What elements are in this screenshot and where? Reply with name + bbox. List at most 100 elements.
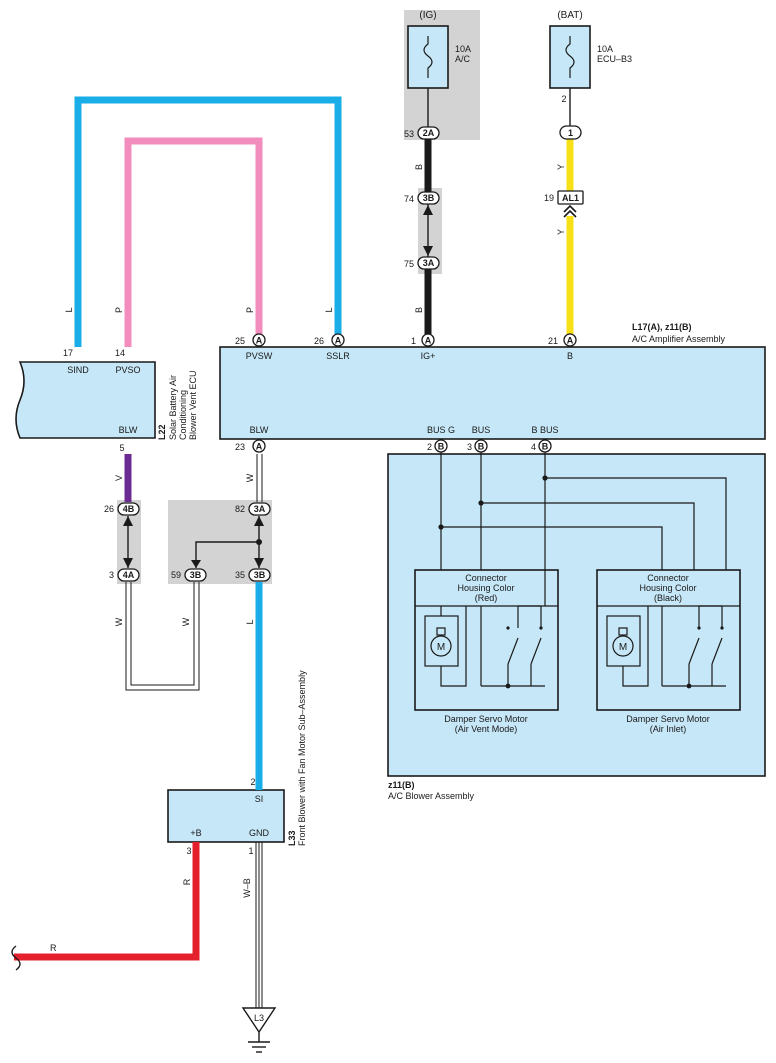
- wire-w-loop: [125, 582, 200, 691]
- fuse-bat-name: ECU–B3: [597, 54, 632, 64]
- l33-front-blower-box: [167, 789, 285, 843]
- fuse-bat-source: (BAT): [557, 10, 582, 21]
- wire-label-y1: Y: [556, 164, 566, 170]
- pin-25-conn: A: [256, 336, 263, 346]
- pill-bus2: [434, 439, 448, 453]
- pin-l33-2: 2: [250, 777, 255, 787]
- wire-label-y2: Y: [556, 229, 566, 235]
- pill-82-3a: [248, 502, 271, 516]
- wire-label-w1: W: [245, 473, 255, 482]
- pin-82-3a: 3A: [254, 504, 266, 514]
- ground-icon: [248, 1032, 270, 1053]
- pin-3-4a: 4A: [123, 570, 135, 580]
- l17-sslr: SSLR: [326, 351, 350, 361]
- pin-21-conn: A: [567, 336, 574, 346]
- fuse-bat-icon: [565, 36, 575, 78]
- splice-dot: [256, 539, 262, 545]
- servo-inlet-mode: (Air Inlet): [650, 724, 687, 734]
- pin-bus4-conn: B: [542, 442, 549, 452]
- l22-name-3: Blower Vent ECU: [188, 370, 198, 440]
- pin-l17-1: 1: [411, 336, 416, 346]
- fuse-ig-icon: [423, 36, 433, 78]
- wire-label-r1: R: [182, 878, 192, 885]
- pill-26: [331, 333, 345, 347]
- pin-l22-14: 14: [115, 348, 125, 358]
- wire-label-w3: W: [181, 617, 191, 626]
- pin-1-conn: A: [425, 336, 432, 346]
- pin-53-conn: 2A: [423, 128, 435, 138]
- servo-inlet-name: Damper Servo Motor: [626, 714, 710, 724]
- l22-blw: BLW: [119, 425, 138, 435]
- pin-bus3-conn: B: [478, 442, 485, 452]
- pin-59: 59: [171, 570, 181, 580]
- l17-busg: BUS G: [427, 425, 455, 435]
- l17-blw: BLW: [250, 425, 269, 435]
- wire-label-w2: W: [114, 617, 124, 626]
- pin-26: 26: [104, 504, 114, 514]
- fuse-ig-rating: 10A: [455, 44, 471, 54]
- wire-r-break: [11, 945, 21, 971]
- ground-triangle: [241, 1007, 277, 1034]
- l17-amplifier-box: [219, 346, 766, 440]
- wire-label-p2: P: [245, 307, 255, 313]
- pill-26-4b: [117, 502, 140, 516]
- l33-gnd: GND: [249, 828, 270, 838]
- pill-35-3b: [248, 568, 271, 582]
- pin-74-conn: 3B: [423, 193, 435, 203]
- pin-26-4b: 4B: [123, 504, 135, 514]
- servo-inlet-housing-2: Housing Color: [639, 583, 696, 593]
- wire-label-l1: L: [64, 307, 74, 312]
- servo-vent-mode: (Air Vent Mode): [455, 724, 518, 734]
- servo-vent-name: Damper Servo Motor: [444, 714, 528, 724]
- pin-l33-1: 1: [248, 846, 253, 856]
- pin-l33-3: 3: [186, 846, 191, 856]
- pin-26-conn: A: [335, 336, 342, 346]
- wire-l-sind-sslr: [74, 96, 342, 347]
- servo-vent-housing-2: Housing Color: [457, 583, 514, 593]
- l22-name-2: Conditioning: [178, 390, 188, 440]
- pin-bus-3: 3: [467, 442, 472, 452]
- pin-l17-23: 23: [235, 442, 245, 452]
- pin-23-conn: A: [256, 442, 263, 452]
- pin-74: 74: [404, 194, 414, 204]
- servo-vent-housing-red: (Red): [475, 593, 498, 603]
- l33-name: Front Blower with Fan Motor Sub–Assembly: [297, 670, 307, 846]
- wire-label-v: V: [114, 475, 124, 481]
- servo-vent-housing-1: Connector: [465, 573, 507, 583]
- wire-label-l3: L: [245, 619, 255, 624]
- pin-75: 75: [404, 259, 414, 269]
- pill-bus4: [538, 439, 552, 453]
- l22-name-1: Solar Battery Air: [168, 375, 178, 440]
- l17-bus: BUS: [472, 425, 491, 435]
- z11-title: z11(B): [388, 780, 415, 790]
- pin-bat-1: 1: [568, 128, 573, 138]
- bus-wires: [440, 452, 727, 570]
- l17-bbus: B BUS: [531, 425, 558, 435]
- pin-35-3b: 3B: [254, 570, 266, 580]
- pin-75-conn: 3A: [423, 258, 435, 268]
- ground-code: L3: [254, 1013, 264, 1023]
- fuse-ig-box: [407, 25, 449, 89]
- fuse-ig-name: A/C: [455, 54, 471, 64]
- wire-label-wb: W–B: [242, 878, 252, 898]
- chevron-connector-al1-icon: [563, 204, 577, 218]
- pin-82: 82: [235, 504, 245, 514]
- arrow-connector-icons: [123, 205, 433, 568]
- servo-vent-box: [414, 569, 559, 711]
- motor-vent-icon: M: [437, 642, 445, 653]
- servo-inlet-housing-1: Connector: [647, 573, 689, 583]
- pill-bat-1: [559, 125, 582, 140]
- pill-1: [421, 333, 435, 347]
- l17-name: A/C Amplifier Assembly: [632, 334, 726, 344]
- pill-19-al1: [557, 190, 584, 205]
- pill-59-3b: [184, 568, 207, 582]
- motor-inlet-icon: M: [619, 642, 627, 653]
- wire-w-l17-82: [256, 454, 263, 502]
- pin-35: 35: [235, 570, 245, 580]
- servo-vent-internals: [424, 605, 545, 687]
- l33-pb: +B: [190, 828, 201, 838]
- wire-p-pvso-pvsw: [124, 137, 263, 347]
- z11-name: A/C Blower Assembly: [388, 791, 475, 801]
- pin-l22-17: 17: [63, 348, 73, 358]
- pill-53: [417, 126, 440, 140]
